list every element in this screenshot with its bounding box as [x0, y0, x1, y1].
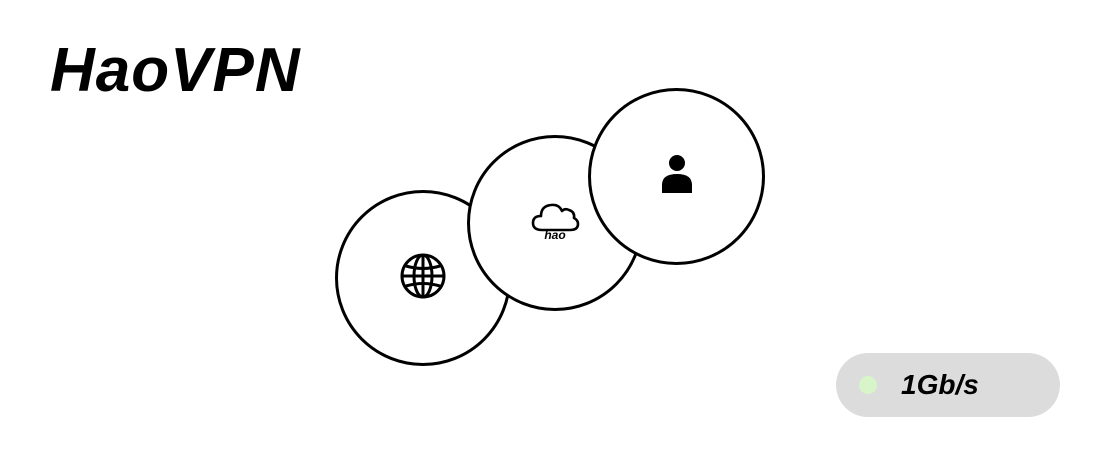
cloud-icon-group: hao [530, 199, 580, 249]
app-title: HaoVPN [50, 36, 301, 105]
cloud-label: hao [544, 228, 566, 242]
speed-indicator: 1Gb/s [836, 353, 1060, 417]
speed-value: 1Gb/s [901, 369, 979, 400]
cloud-icon [530, 199, 580, 238]
user-icon [660, 154, 694, 199]
user-node[interactable] [588, 88, 765, 265]
globe-icon [398, 251, 448, 306]
status-dot [859, 376, 877, 394]
